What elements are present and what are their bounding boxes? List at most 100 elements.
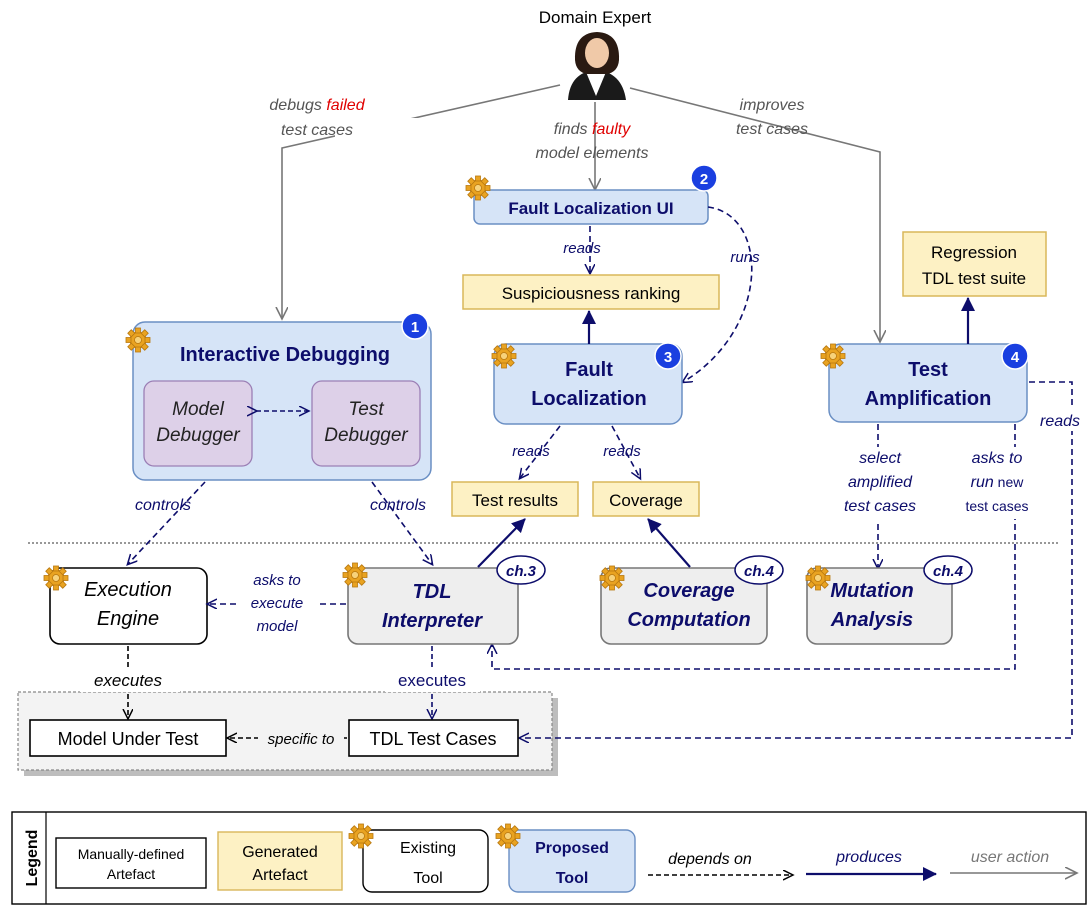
chapter-badge-ch4-coverage	[734, 555, 784, 585]
execution-engine-label-1: Execution	[84, 579, 172, 601]
edge-debugs-failed	[282, 84, 561, 318]
coverage-computation-label-2: Computation	[627, 609, 750, 631]
mutation-analysis-label-2: Analysis	[830, 609, 913, 631]
legend-generated-box	[217, 831, 343, 891]
edge-improves	[629, 87, 880, 341]
test-amplification-label-1: Test	[908, 359, 948, 381]
edge-ta-reads-testcases	[520, 381, 1073, 738]
gear-icon	[805, 565, 831, 591]
model-under-test-label: Model Under Test	[58, 729, 199, 749]
gear-icon	[820, 343, 846, 369]
model-debugger-box	[143, 380, 253, 467]
action-finds: finds faulty	[554, 121, 631, 138]
execution-engine-label-2: Engine	[97, 608, 159, 630]
fault-localization-box	[493, 343, 683, 425]
edge-ta-asks-run	[492, 424, 1016, 670]
edge-label-controls-2: controls	[370, 497, 426, 514]
interactive-debugging-label: Interactive Debugging	[180, 344, 390, 366]
test-results-label: Test results	[472, 491, 558, 510]
legend-proposed-1: Proposed	[535, 840, 609, 857]
gear-icon	[495, 823, 521, 849]
edge-ui-runs-fl	[683, 206, 753, 382]
edge-label-executes-1: executes	[94, 671, 163, 690]
model-debugger-label-2: Debugger	[156, 425, 240, 446]
test-results-box	[451, 481, 579, 517]
gear-icon	[342, 562, 368, 588]
edge-label-runs: runs	[730, 249, 760, 266]
test-amplification-label-2: Amplification	[865, 388, 992, 410]
edge-label-select-2: amplified	[848, 474, 913, 491]
edge-label-asks-run-1: asks to	[972, 450, 1023, 467]
test-debugger-label-2: Debugger	[324, 425, 408, 446]
legend-depends-on-label: depends on	[668, 851, 752, 868]
badge-3-label: 3	[664, 349, 672, 366]
legend-proposed-2: Tool	[556, 870, 589, 887]
regression-label-2: TDL test suite	[922, 269, 1026, 288]
edge-test-debugger-controls	[371, 481, 432, 564]
legend-generated-2: Artefact	[252, 867, 308, 884]
gear-icon	[348, 823, 374, 849]
action-improves: improves	[740, 97, 805, 114]
edge-label-asks-run-2: run new	[971, 474, 1025, 491]
edge-label-specific-to: specific to	[268, 731, 335, 748]
coverage-box	[592, 481, 700, 517]
legend-manual-1: Manually-defined	[78, 846, 185, 862]
fault-localization-label-1: Fault	[565, 359, 613, 381]
edge-label-reads-results: reads	[512, 443, 550, 460]
edge-label-reads-ta: reads	[1040, 413, 1080, 430]
test-debugger-label-1: Test	[348, 399, 384, 420]
mutation-analysis-box	[806, 567, 953, 645]
chapter-label-ch4-coverage: ch.4	[744, 563, 775, 580]
model-under-test-box	[29, 719, 227, 757]
regression-label-1: Regression	[931, 243, 1017, 262]
fault-localization-ui-label: Fault Localization UI	[508, 199, 673, 218]
gear-icon	[125, 327, 151, 353]
edge-fl-reads-results	[520, 425, 561, 478]
edge-label-reads-coverage: reads	[603, 443, 641, 460]
tdl-test-cases-label: TDL Test Cases	[369, 729, 496, 749]
edge-model-debugger-controls	[128, 481, 206, 564]
badge-2-label: 2	[700, 171, 708, 188]
action-debugs-line2: test cases	[281, 122, 353, 139]
gear-icon	[465, 175, 491, 201]
tdl-interpreter-label-2: Interpreter	[382, 610, 483, 632]
edge-label-asks-execute-1: asks to	[253, 572, 301, 589]
gear-icon	[599, 565, 625, 591]
action-debugs: debugs failed	[269, 97, 365, 114]
legend-proposed-box	[508, 829, 636, 893]
tdl-interpreter-label-1: TDL	[413, 581, 452, 603]
coverage-label: Coverage	[609, 491, 683, 510]
edge-coverage-produces	[647, 518, 691, 568]
fault-localization-label-2: Localization	[531, 388, 647, 410]
suspiciousness-ranking-label: Suspiciousness ranking	[502, 284, 681, 303]
gear-icon	[491, 343, 517, 369]
action-finds-line2: model elements	[536, 145, 649, 162]
legend-produces-label: produces	[835, 849, 902, 866]
test-debugger-box	[311, 380, 421, 467]
edge-label-select-3: test cases	[844, 498, 916, 515]
legend-manual-box	[55, 837, 207, 889]
legend-generated-1: Generated	[242, 844, 318, 861]
edge-label-reads-ui: reads	[563, 240, 601, 257]
legend-user-action-label: user action	[971, 849, 1049, 866]
edge-label-asks-execute-3: model	[257, 618, 299, 635]
model-debugger-label-1: Model	[172, 399, 225, 420]
edge-label-asks-execute-2: execute	[251, 595, 304, 612]
suspiciousness-ranking-box	[462, 274, 720, 310]
legend-existing-2: Tool	[413, 870, 442, 887]
edge-label-controls-1: controls	[135, 497, 191, 514]
chapter-label-ch4-mutation: ch.4	[933, 563, 964, 580]
test-amplification-box	[828, 343, 1028, 423]
domain-expert-label: Domain Expert	[539, 8, 652, 27]
edge-label-executes-2: executes	[398, 671, 466, 690]
badge-4-label: 4	[1011, 349, 1020, 366]
mutation-analysis-label-1: Mutation	[830, 580, 913, 602]
badge-4	[1001, 342, 1029, 370]
legend-existing-box	[362, 829, 489, 893]
badge-2	[690, 164, 718, 192]
edge-label-select-1: select	[859, 450, 901, 467]
coverage-computation-label-1: Coverage	[643, 580, 734, 602]
legend-title: Legend	[24, 830, 41, 887]
badge-3	[654, 342, 682, 370]
